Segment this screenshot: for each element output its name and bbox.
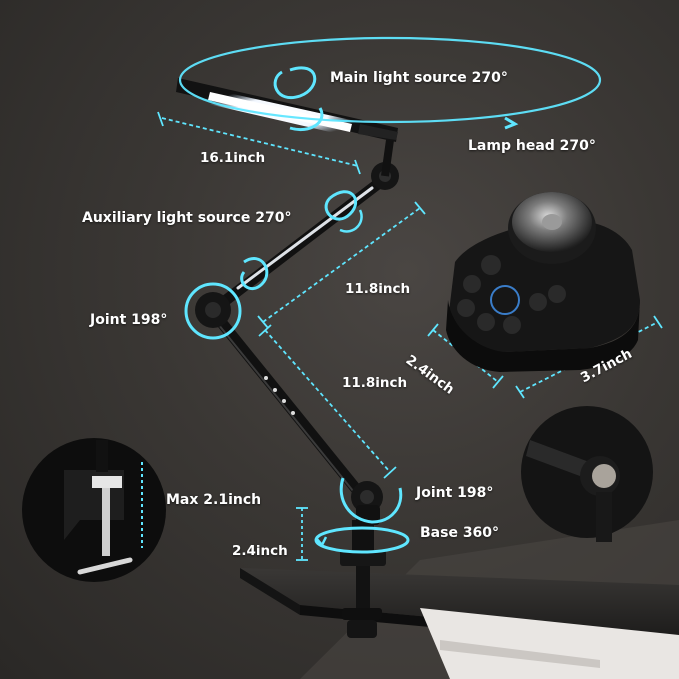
lamp-lower-arm xyxy=(207,306,371,506)
main-light-source-label: Main light source 270° xyxy=(330,70,508,86)
clamp-inset xyxy=(22,438,166,582)
desk xyxy=(240,568,679,679)
base-height-label: 2.4inch xyxy=(232,543,288,559)
auxiliary-light-source-label: Auxiliary light source 270° xyxy=(82,210,292,226)
lamp-head xyxy=(176,78,398,142)
clamp-max-label: Max 2.1inch xyxy=(166,492,262,508)
head-length-label: 16.1inch xyxy=(200,150,266,166)
dimension-arrow-icon xyxy=(161,117,359,167)
lamp-head-label: Lamp head 270° xyxy=(468,138,596,154)
rotation-arrows xyxy=(178,36,602,554)
rotation-arrow-icon xyxy=(178,36,602,124)
joint-lower-label: Joint 198° xyxy=(416,485,494,501)
remote-controller xyxy=(446,192,640,372)
base-rotation-label: Base 360° xyxy=(420,525,500,541)
joint-closeup-inset xyxy=(521,406,653,542)
joint-upper-label: Joint 198° xyxy=(90,312,168,328)
lower-arm-length-label: 11.8inch xyxy=(342,375,408,391)
upper-arm-length-label: 11.8inch xyxy=(345,281,411,297)
